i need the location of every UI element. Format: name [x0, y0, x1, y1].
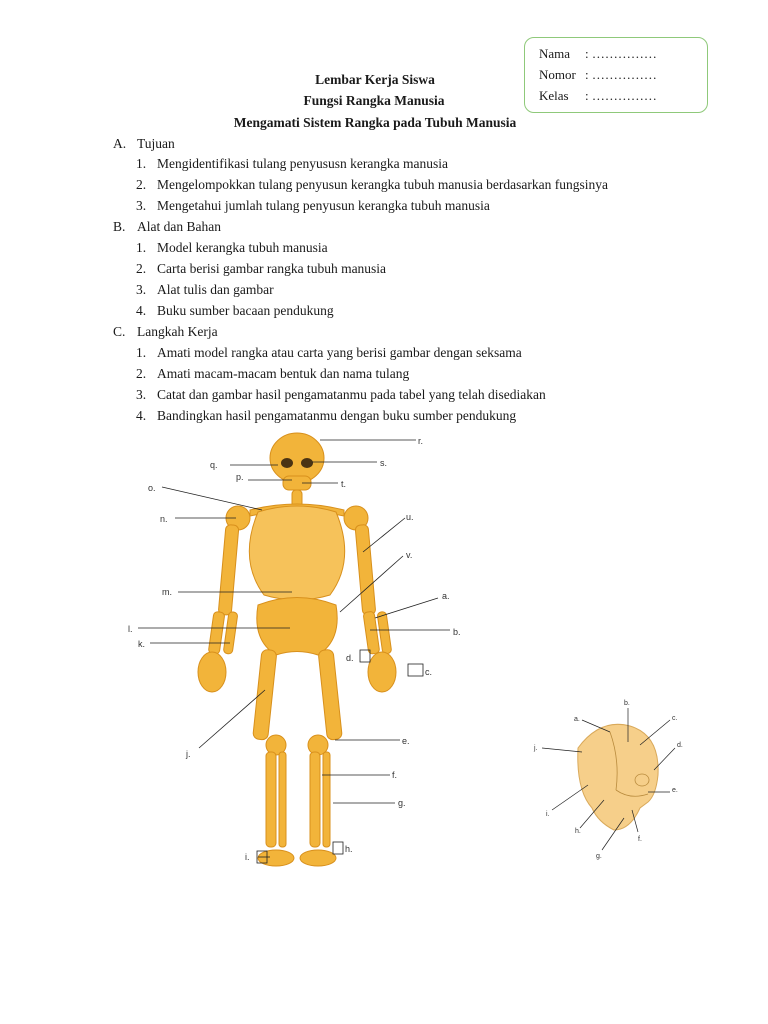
skeleton-label: m.	[162, 587, 172, 597]
skull-label: a.	[574, 716, 580, 723]
list-item: 2.Carta berisi gambar rangka tubuh manus…	[136, 261, 387, 276]
id-label: Nomor	[539, 66, 576, 82]
list-item: 3.Catat dan gambar hasil pengamatanmu pa…	[136, 387, 546, 402]
worksheet-topic: Mengamati Sistem Rangka pada Tubuh Manus…	[233, 115, 517, 130]
skull-label: j.	[533, 745, 538, 752]
skull-label: d.	[677, 742, 683, 749]
list-item: 4.Buku sumber bacaan pendukung	[136, 303, 334, 318]
skeleton-label: q.	[210, 460, 218, 470]
skeleton-label: o.	[148, 483, 156, 493]
skeleton-label: s.	[380, 458, 387, 468]
list-item: 4.Bandingkan hasil pengamatanmu dengan b…	[136, 408, 517, 423]
list-item: 2.Amati macam-macam bentuk dan nama tula…	[136, 366, 410, 381]
id-row-name: Nama : ……………	[539, 43, 707, 64]
skeleton-label: t.	[341, 479, 346, 489]
worksheet-subtitle: Fungsi Rangka Manusia	[303, 93, 445, 108]
id-label: Nama	[539, 45, 571, 61]
skeleton-label: h.	[345, 844, 353, 854]
worksheet-title: Lembar Kerja Siswa	[315, 72, 435, 87]
skeleton-label: k.	[138, 639, 145, 649]
skull-label: f.	[638, 836, 642, 843]
skeleton-label: c.	[425, 667, 432, 677]
skeleton-label: i.	[245, 852, 250, 862]
id-blank: : ……………	[585, 66, 657, 82]
list-item: 1.Model kerangka tubuh manusia	[136, 240, 328, 255]
skull-label: i.	[546, 811, 550, 818]
skeleton-label: l.	[128, 624, 133, 634]
section-a-heading: A.Tujuan	[113, 136, 175, 151]
skeleton-label: r.	[418, 436, 423, 446]
skull-label: g.	[596, 853, 602, 860]
list-item: 3.Alat tulis dan gambar	[136, 282, 274, 297]
skeleton-label: f.	[392, 770, 397, 780]
skeleton-label: g.	[398, 798, 406, 808]
skeleton-label: n.	[160, 514, 168, 524]
id-row-class: Kelas : ……………	[539, 85, 707, 106]
skeleton-label: p.	[236, 472, 244, 482]
section-b-heading: B.Alat dan Bahan	[113, 219, 221, 234]
id-blank: : ……………	[585, 45, 657, 61]
id-row-number: Nomor : ……………	[539, 64, 707, 85]
skeleton-label: j.	[185, 749, 191, 759]
skull-label: c.	[672, 715, 678, 722]
skeleton-label: u.	[406, 512, 414, 522]
id-blank: : ……………	[585, 87, 657, 103]
student-identity-box: Nama : …………… Nomor : …………… Kelas : ……………	[524, 37, 708, 113]
skull-label: e.	[672, 787, 678, 794]
list-item: 3.Mengetahui jumlah tulang penyusun kera…	[136, 198, 490, 213]
skeleton-label: d.	[346, 653, 354, 663]
skeleton-label: v.	[406, 550, 412, 560]
list-item: 2.Mengelompokkan tulang penyusun kerangk…	[136, 177, 609, 192]
skeleton-label: b.	[453, 627, 461, 637]
id-label: Kelas	[539, 87, 569, 103]
skull-diagram: b. a. c. j. d. e. i. h. f. g.	[533, 700, 683, 860]
skeleton-label: e.	[402, 736, 410, 746]
list-item: 1.Amati model rangka atau carta yang ber…	[136, 345, 522, 360]
skull-label: b.	[624, 700, 630, 707]
list-item: 1.Mengidentifikasi tulang penyususn kera…	[136, 156, 448, 171]
skull-label: h.	[575, 828, 581, 835]
skeleton-label: a.	[442, 591, 450, 601]
section-c-heading: C.Langkah Kerja	[113, 324, 218, 339]
